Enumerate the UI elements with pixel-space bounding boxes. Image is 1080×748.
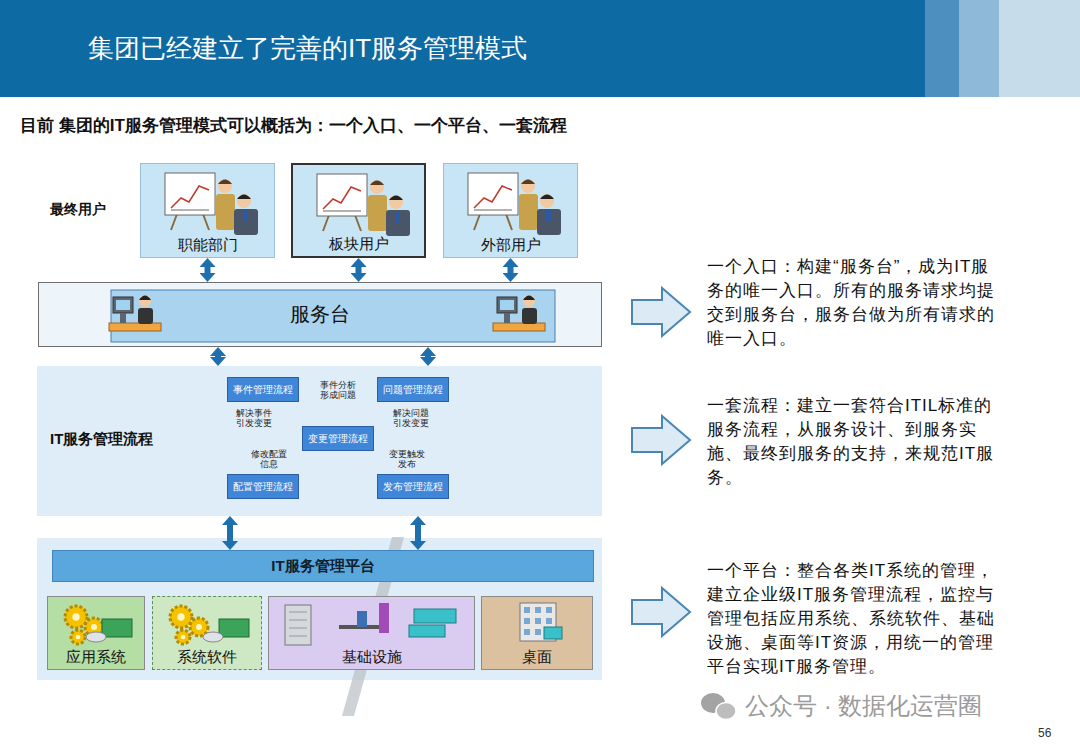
header-stripe — [925, 0, 959, 97]
link-arrow — [508, 267, 514, 273]
user-box: 职能部门 — [140, 163, 275, 258]
user-box: 外部用户 — [443, 163, 578, 258]
group-label: 最终用户 — [50, 201, 106, 219]
link-arrow — [227, 525, 233, 541]
explanation-text: 一个入口：构建“服务台”，成为IT服务的唯一入口。所有的服务请求均提交到服务台，… — [707, 255, 1003, 351]
node-text: 职能部门 — [178, 236, 238, 255]
link-arrow — [356, 267, 362, 273]
process-box: 变更管理流程 — [302, 426, 374, 451]
process-box: 事件管理流程 — [227, 377, 299, 402]
process-box: 发布管理流程 — [377, 474, 449, 499]
node-text: 配置管理流程 — [233, 480, 293, 494]
process-box: 问题管理流程 — [377, 377, 449, 402]
node-text: 服务台 — [290, 301, 350, 328]
resource-box: 桌面 — [481, 596, 593, 670]
platform-bar: IT服务管理平台 — [52, 550, 594, 582]
node-text: 事件管理流程 — [233, 383, 293, 397]
node-text: 变更管理流程 — [308, 432, 368, 446]
resource-box: 基础设施 — [268, 596, 475, 670]
node-text: 板块用户 — [329, 235, 389, 254]
explanation-text: 一个平台：整合各类IT系统的管理，建立企业级IT服务管理流程，监控与管理包括应用… — [707, 559, 1003, 679]
edge-label: 事件分析形成问题 — [318, 379, 358, 400]
hollow-arrow — [632, 288, 690, 636]
node-text: IT服务管理平台 — [271, 557, 374, 576]
page-number: 56 — [1038, 726, 1051, 740]
link-arrow — [425, 356, 431, 357]
link-arrow — [215, 356, 221, 357]
node-text: 系统软件 — [177, 648, 237, 667]
user-box: 板块用户 — [291, 163, 426, 258]
slide-title: 集团已经建立了完善的IT服务管理模式 — [88, 31, 527, 66]
node-text: 应用系统 — [66, 648, 126, 667]
platform-band — [37, 538, 602, 680]
edge-label: 变更触发发布 — [387, 449, 427, 470]
explanation-text: 一套流程：建立一套符合ITIL标准的服务流程，从服务设计、到服务实施、最终到服务… — [707, 394, 1003, 490]
node-text: IT服务管理流程 — [50, 430, 153, 449]
node-text: 外部用户 — [481, 236, 541, 255]
edge-label: 解决事件引发变更 — [234, 407, 274, 428]
resource-box: 系统软件 — [152, 596, 262, 670]
node-text: 桌面 — [522, 648, 552, 667]
edge-label: 修改配置信息 — [249, 449, 289, 470]
header-bar — [0, 0, 925, 97]
process-box: 配置管理流程 — [227, 474, 299, 499]
link-arrow — [205, 267, 211, 273]
node-text: 问题管理流程 — [383, 383, 443, 397]
edge-label: 解决问题引发变更 — [391, 407, 431, 428]
resource-box: 应用系统 — [47, 596, 145, 670]
service-desk-band: 服务台 — [38, 282, 602, 347]
link-arrow — [415, 525, 421, 541]
node-text: 发布管理流程 — [383, 480, 443, 494]
wechat-icon — [701, 693, 736, 720]
node-text: 基础设施 — [342, 648, 402, 667]
watermark: 公众号 · 数据化运营圈 — [745, 690, 982, 722]
header-stripe — [959, 0, 999, 97]
header-stripe — [999, 0, 1080, 97]
subtitle: 目前 集团的IT服务管理模式可以概括为：一个入口、一个平台、一套流程 — [20, 114, 567, 137]
